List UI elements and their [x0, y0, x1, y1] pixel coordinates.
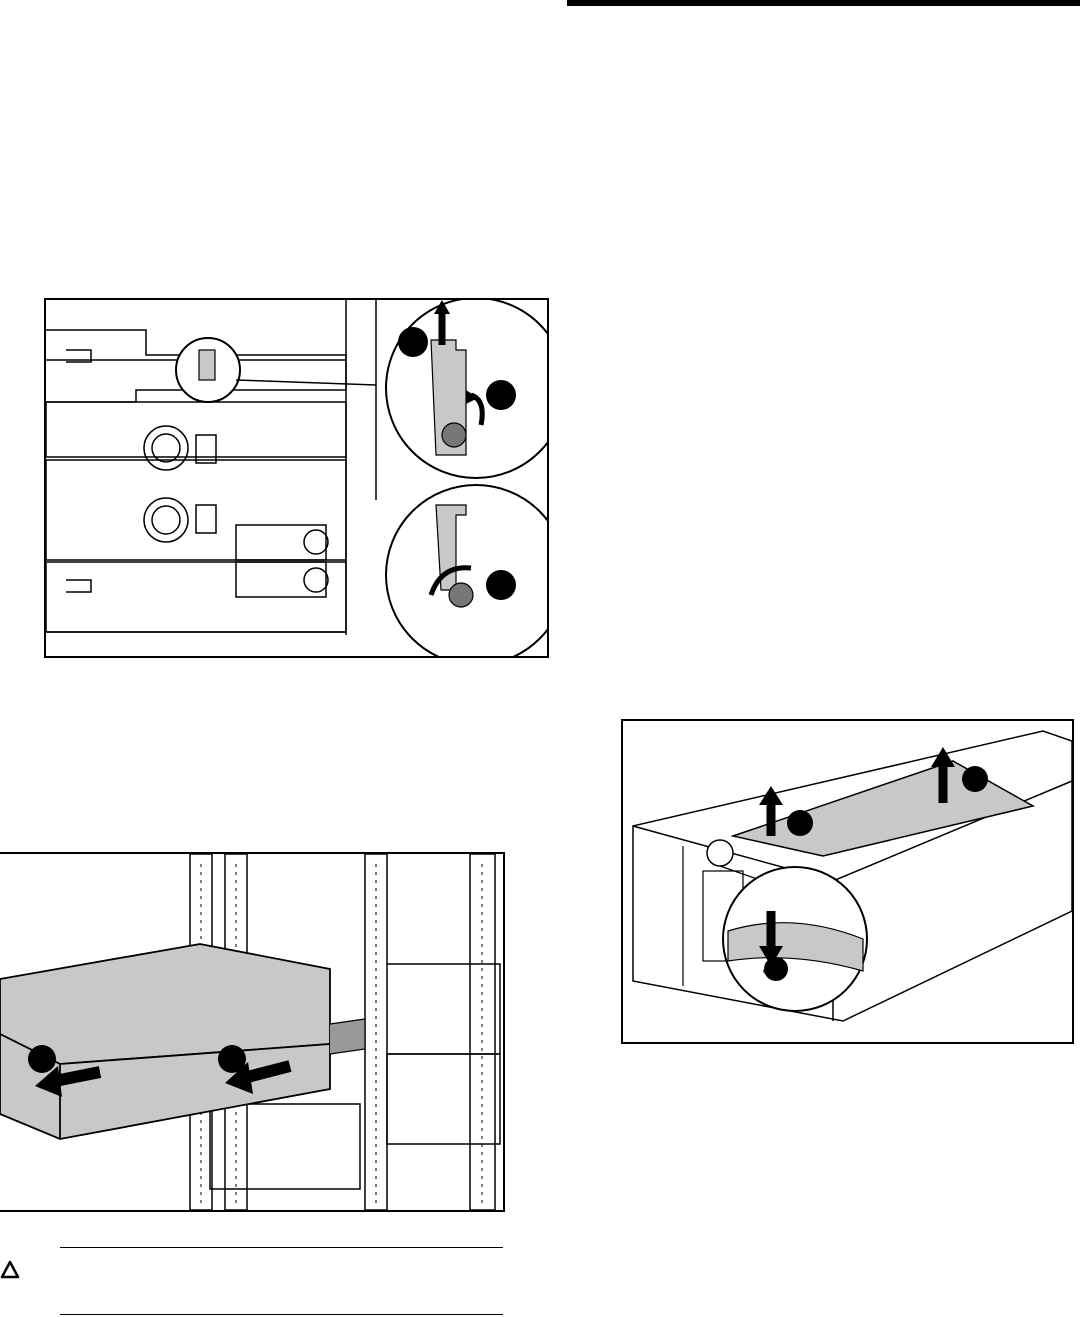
callout-badge-2 — [486, 380, 516, 410]
caution-triangle-icon — [0, 1260, 20, 1280]
callout-badge-1 — [398, 327, 428, 357]
top-cover-illustration — [623, 721, 1072, 1042]
rear-bracket-figure — [44, 298, 549, 658]
top-cover-figure — [621, 719, 1074, 1044]
callout-badge-2 — [787, 810, 813, 836]
rack-slide-figure — [0, 852, 505, 1212]
callout-badge-2 — [218, 1045, 246, 1073]
rack-slide-illustration — [0, 854, 503, 1210]
caution-text — [60, 1260, 503, 1300]
caution-top-rule — [60, 1247, 503, 1248]
rear-bracket-illustration — [46, 300, 547, 656]
caution-bottom-rule — [60, 1314, 503, 1315]
callout-badge-1 — [28, 1045, 56, 1073]
callout-badge-3 — [764, 957, 788, 981]
callout-badge-3 — [486, 570, 516, 600]
callout-badge-1 — [962, 766, 988, 792]
top-right-bar — [567, 0, 1080, 6]
